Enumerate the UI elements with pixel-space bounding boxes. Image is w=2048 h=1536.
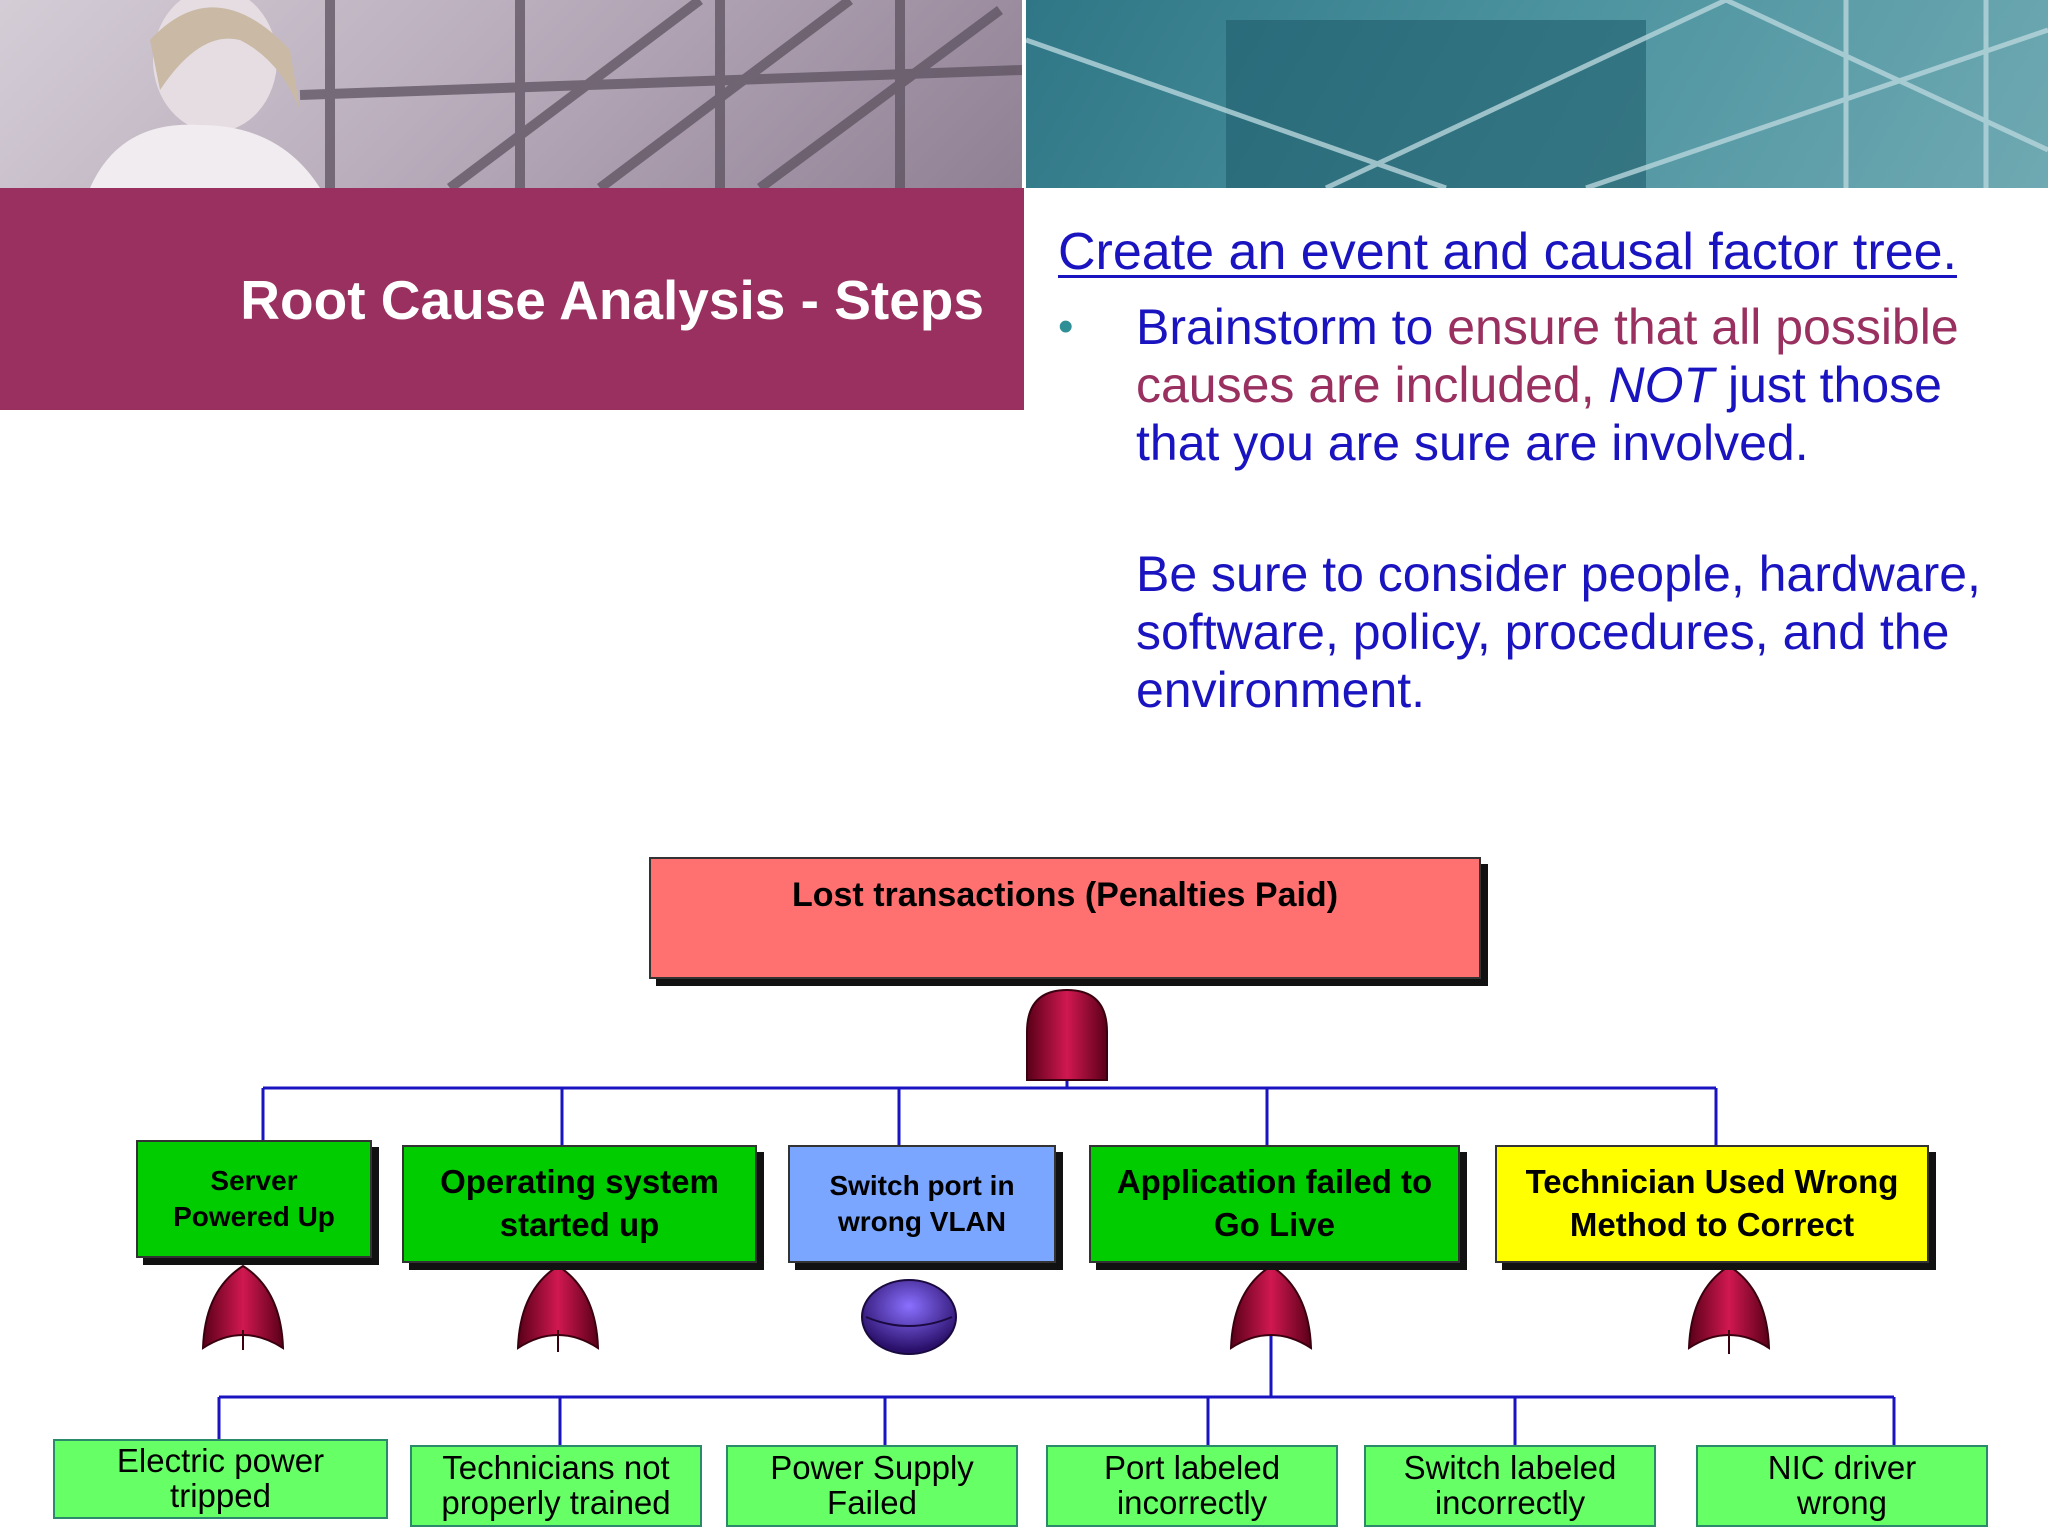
- top-event-box: Lost transactions (Penalties Paid): [649, 857, 1481, 979]
- or-gate-icon: [1687, 1264, 1771, 1354]
- event-technician-wrong-method: Technician Used Wrong Method to Correct: [1495, 1145, 1929, 1263]
- event-label: Technician Used Wrong Method to Correct: [1525, 1163, 1899, 1243]
- cause-label: Switch labeled incorrectly: [1403, 1449, 1617, 1521]
- cause-nic-driver-wrong: NIC driver wrong: [1696, 1445, 1988, 1527]
- heading-link[interactable]: Create an event and causal factor tree.: [1058, 223, 1957, 281]
- bullet-text-emphasis: NOT: [1608, 357, 1715, 413]
- consider-paragraph: Be sure to consider people, hardware, so…: [1136, 546, 1981, 718]
- title-band: Root Cause Analysis - Steps: [0, 188, 1024, 410]
- bullet-text: Brainstorm to ensure that all possible c…: [1136, 298, 2016, 472]
- or-gate-icon: [201, 1264, 285, 1350]
- bullet-text-lead: Brainstorm to: [1136, 299, 1448, 355]
- or-gate-icon: [1229, 1264, 1313, 1350]
- slide-title: Root Cause Analysis - Steps: [240, 269, 984, 331]
- cause-label: Electric power tripped: [116, 1442, 325, 1514]
- cause-technicians-not-trained: Technicians not properly trained: [410, 1445, 702, 1527]
- cause-label: Power Supply Failed: [770, 1449, 974, 1521]
- or-gate-icon: [516, 1264, 600, 1352]
- event-application-failed: Application failed to Go Live: [1089, 1145, 1460, 1263]
- header-photo-building: [1026, 0, 2048, 188]
- cause-label: Port labeled incorrectly: [1103, 1449, 1281, 1521]
- event-label: Switch port in wrong VLAN: [829, 1169, 1015, 1237]
- event-server-powered-up: Server Powered Up: [136, 1140, 372, 1258]
- cause-electric-power-tripped: Electric power tripped: [53, 1439, 388, 1519]
- cause-label: Technicians not properly trained: [441, 1449, 671, 1521]
- and-gate-icon: [1026, 988, 1108, 1081]
- top-event-label: Lost transactions (Penalties Paid): [791, 876, 1339, 914]
- event-label: Application failed to Go Live: [1116, 1163, 1433, 1243]
- bullet-text-tail: just those that you are sure are involve…: [1136, 357, 1942, 471]
- event-switch-port-wrong-vlan: Switch port in wrong VLAN: [788, 1145, 1056, 1263]
- bullet-text-accent: ensure that all possible causes are incl…: [1136, 299, 1959, 413]
- cause-label: NIC driver wrong: [1767, 1449, 1917, 1521]
- basic-event-icon: [861, 1279, 957, 1355]
- event-label: Operating system started up: [440, 1163, 719, 1243]
- cause-power-supply-failed: Power Supply Failed: [726, 1445, 1018, 1527]
- event-os-started-up: Operating system started up: [402, 1145, 757, 1263]
- event-label: Server Powered Up: [173, 1164, 335, 1232]
- header-photo-woman: [0, 0, 1022, 188]
- bullet-text-comma: ,: [1580, 357, 1609, 413]
- cause-switch-labeled-incorrectly: Switch labeled incorrectly: [1364, 1445, 1656, 1527]
- cause-port-labeled-incorrectly: Port labeled incorrectly: [1046, 1445, 1338, 1527]
- bullet-marker: •: [1058, 302, 1074, 351]
